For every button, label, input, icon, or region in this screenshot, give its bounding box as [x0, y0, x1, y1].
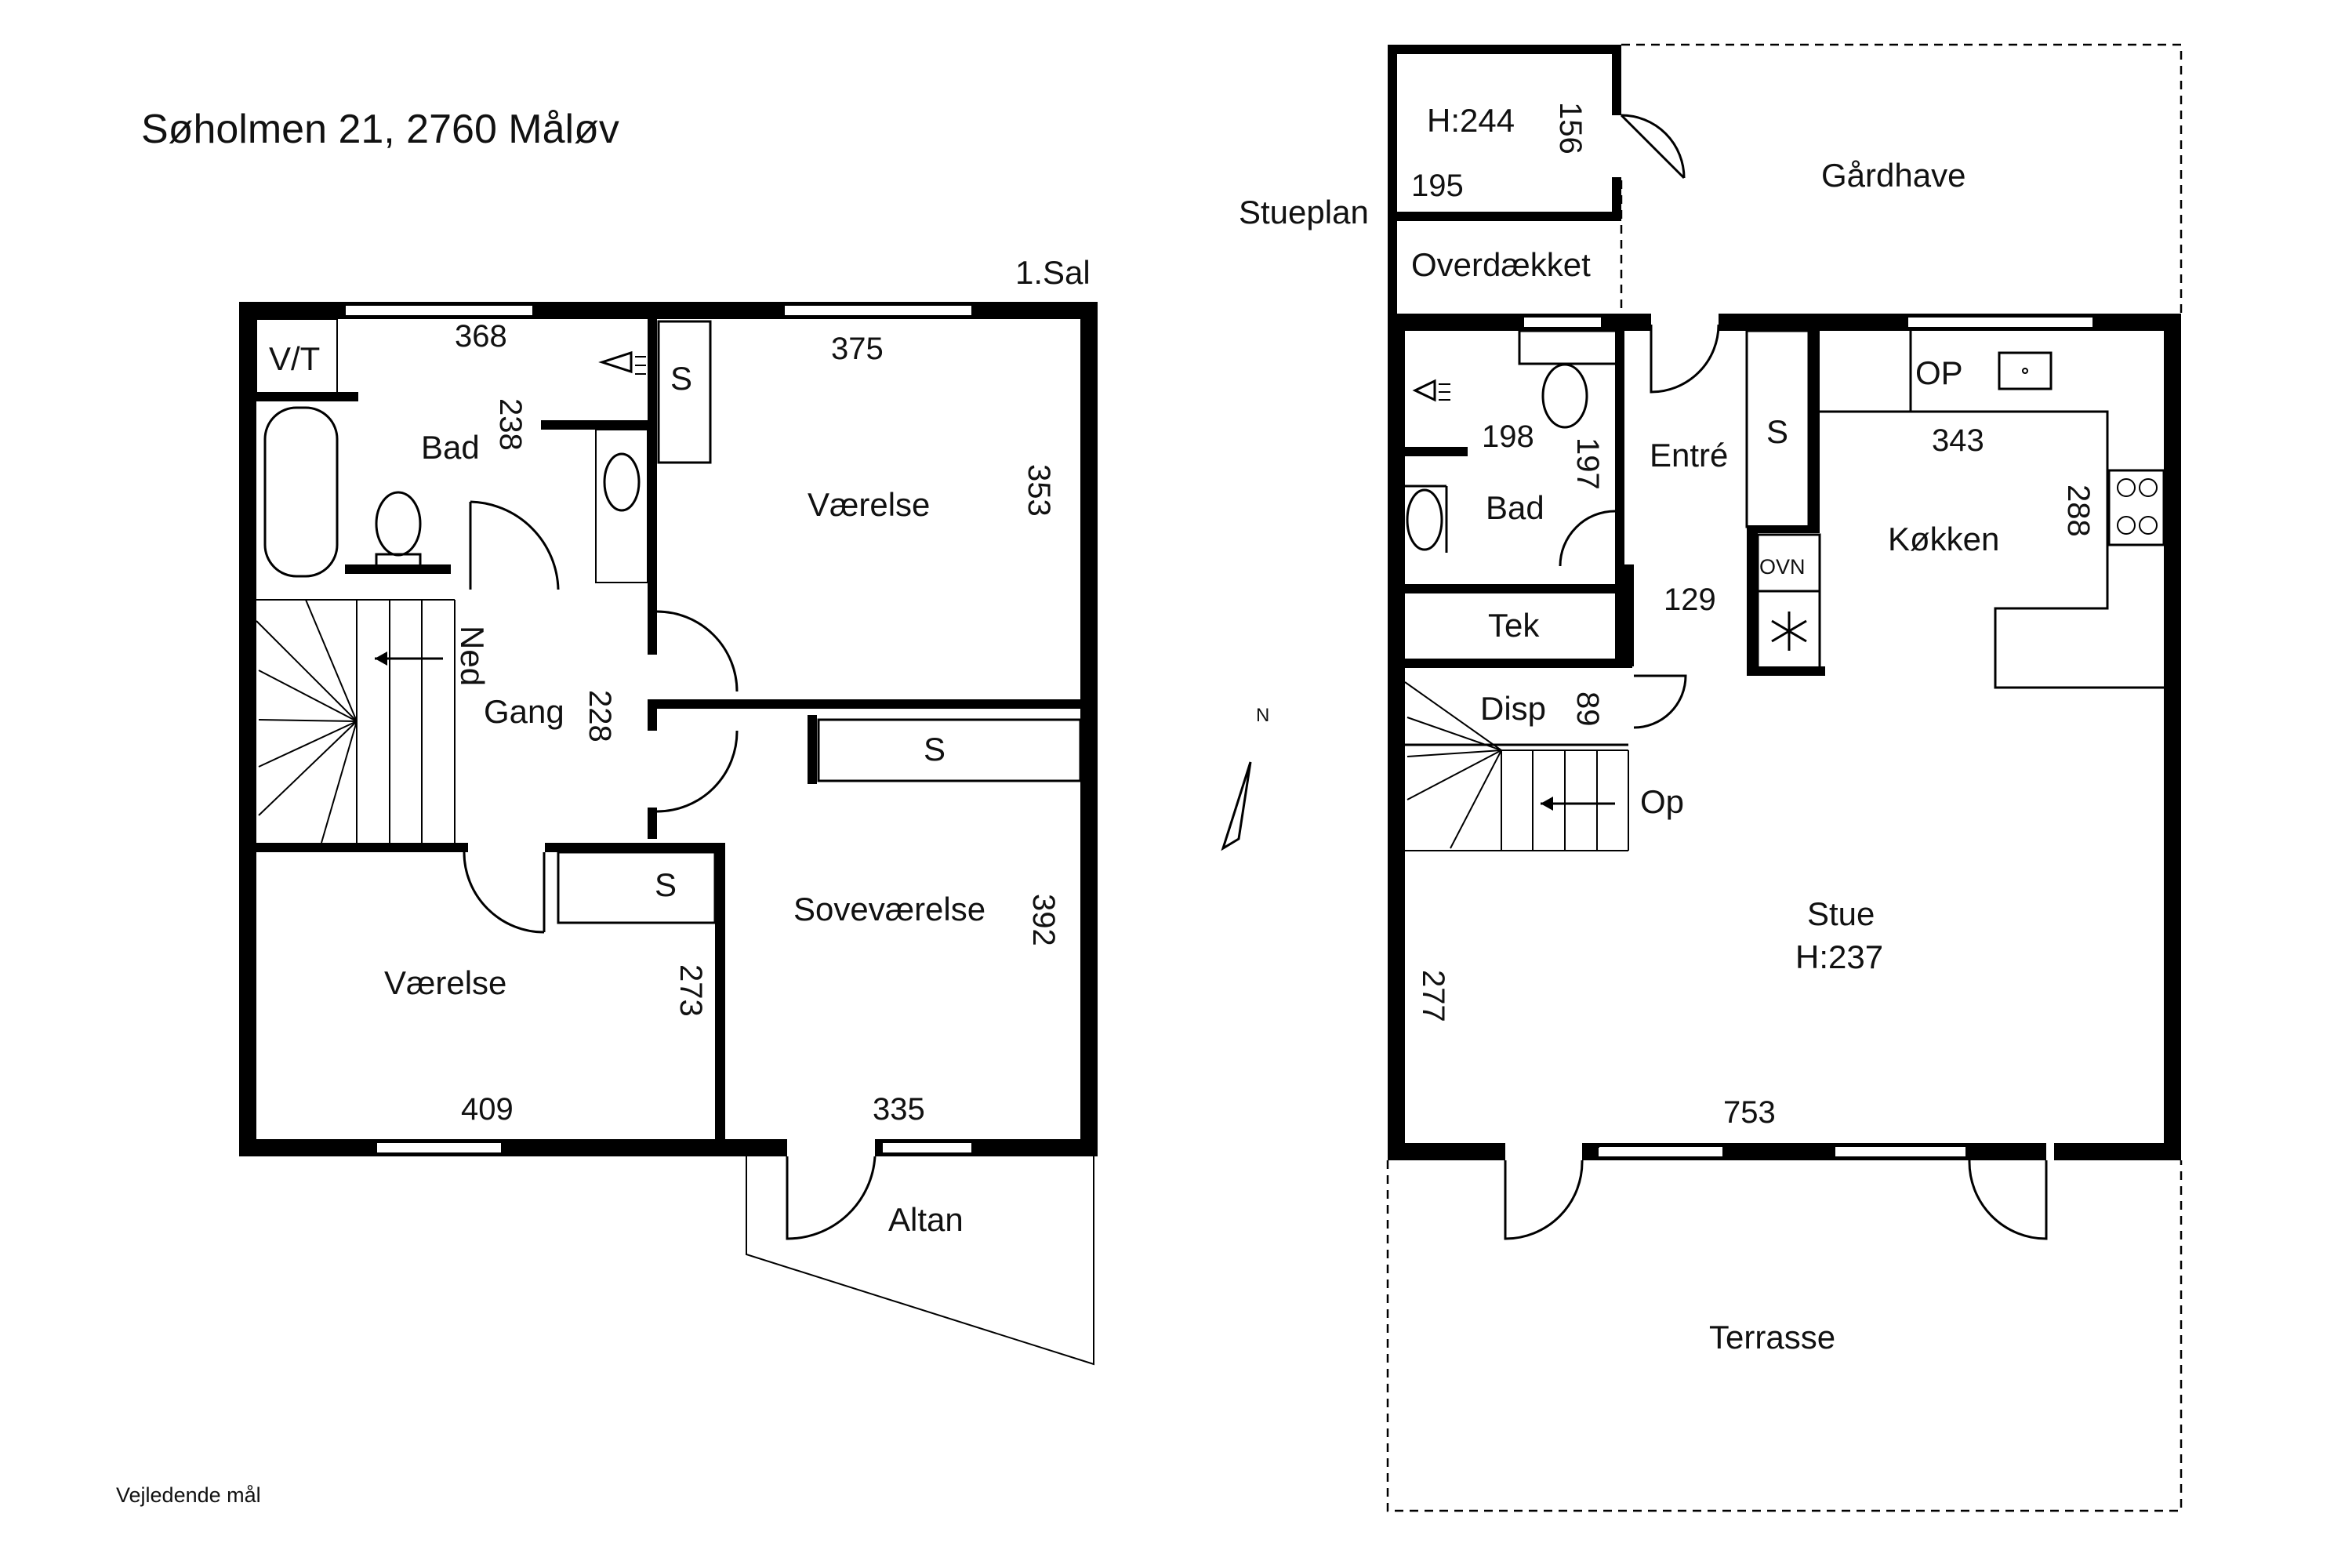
dim-753: 753 [1723, 1095, 1776, 1130]
upper-floor-name: 1.Sal [1015, 254, 1091, 291]
room-koekken: Køkken [1888, 521, 1999, 557]
room-vt: V/T [269, 340, 320, 377]
sink-icon [1998, 351, 2053, 390]
closet-s1: S [670, 360, 692, 397]
north-arrow-icon: N [1221, 705, 1269, 851]
room-stue: Stue [1807, 895, 1875, 932]
stove-icon [2107, 469, 2165, 546]
north-label: N [1256, 705, 1269, 726]
room-bad-upper: Bad [421, 429, 480, 466]
dim-392: 392 [1026, 894, 1061, 946]
sink-icon [603, 452, 641, 512]
stairs-op: Op [1640, 783, 1684, 820]
room-altan: Altan [888, 1201, 964, 1238]
sink-icon [1406, 488, 1443, 551]
room-bad-ground: Bad [1486, 489, 1544, 526]
dim-343: 343 [1932, 423, 1984, 458]
bathtub-icon [263, 406, 339, 578]
room-gang: Gang [484, 693, 564, 730]
dim-288: 288 [2061, 485, 2096, 537]
staircase-icon [256, 599, 456, 844]
room-stue-height: H:237 [1795, 938, 1883, 975]
staircase-icon [1404, 681, 1629, 851]
dim-195: 195 [1411, 169, 1464, 203]
shower-head-icon [598, 350, 646, 375]
toilet-icon [1518, 329, 1620, 429]
dim-129: 129 [1664, 583, 1716, 617]
stairs-ned: Ned [454, 626, 491, 686]
dim-353: 353 [1022, 464, 1056, 517]
ground-floor-name: Stueplan [1239, 194, 1369, 230]
dim-368: 368 [455, 319, 507, 354]
dim-89: 89 [1570, 691, 1605, 727]
room-sovevaerelse: Soveværelse [793, 891, 985, 927]
dim-228: 228 [583, 690, 617, 742]
room-skur-height: H:244 [1427, 102, 1515, 139]
ground-floor-plan: Stueplan [1239, 43, 2183, 1512]
room-disp: Disp [1480, 690, 1546, 727]
dim-197: 197 [1570, 437, 1605, 490]
dim-273: 273 [673, 964, 708, 1017]
dim-277: 277 [1416, 970, 1450, 1022]
closet-s3: S [655, 866, 677, 903]
dim-198: 198 [1482, 419, 1534, 454]
dim-156: 156 [1553, 102, 1588, 154]
area-gardhave: Gårdhave [1821, 157, 1965, 194]
asterisk-fan-icon [1771, 612, 1807, 651]
room-vaerelse-2: Værelse [384, 964, 506, 1001]
room-tek: Tek [1488, 607, 1540, 644]
dim-409: 409 [461, 1092, 514, 1127]
appliance-ovn: OVN [1759, 555, 1806, 579]
dim-238: 238 [493, 398, 528, 451]
closet-s: S [1766, 413, 1788, 450]
area-terrasse: Terrasse [1709, 1319, 1835, 1356]
room-entre: Entré [1650, 437, 1728, 474]
counter-op: OP [1915, 354, 1963, 391]
dim-375: 375 [831, 332, 884, 366]
toilet-icon [375, 491, 422, 568]
room-vaerelse-1: Værelse [808, 486, 930, 523]
shower-head-icon [1412, 379, 1450, 402]
disclaimer-note: Vejledende mål [116, 1483, 261, 1507]
plan-title: Søholmen 21, 2760 Måløv [141, 107, 619, 152]
area-overdaekket: Overdækket [1411, 246, 1591, 283]
closet-s2: S [924, 731, 946, 768]
upper-floor-plan: 1.Sal [239, 254, 1098, 1366]
dim-335: 335 [873, 1092, 925, 1127]
